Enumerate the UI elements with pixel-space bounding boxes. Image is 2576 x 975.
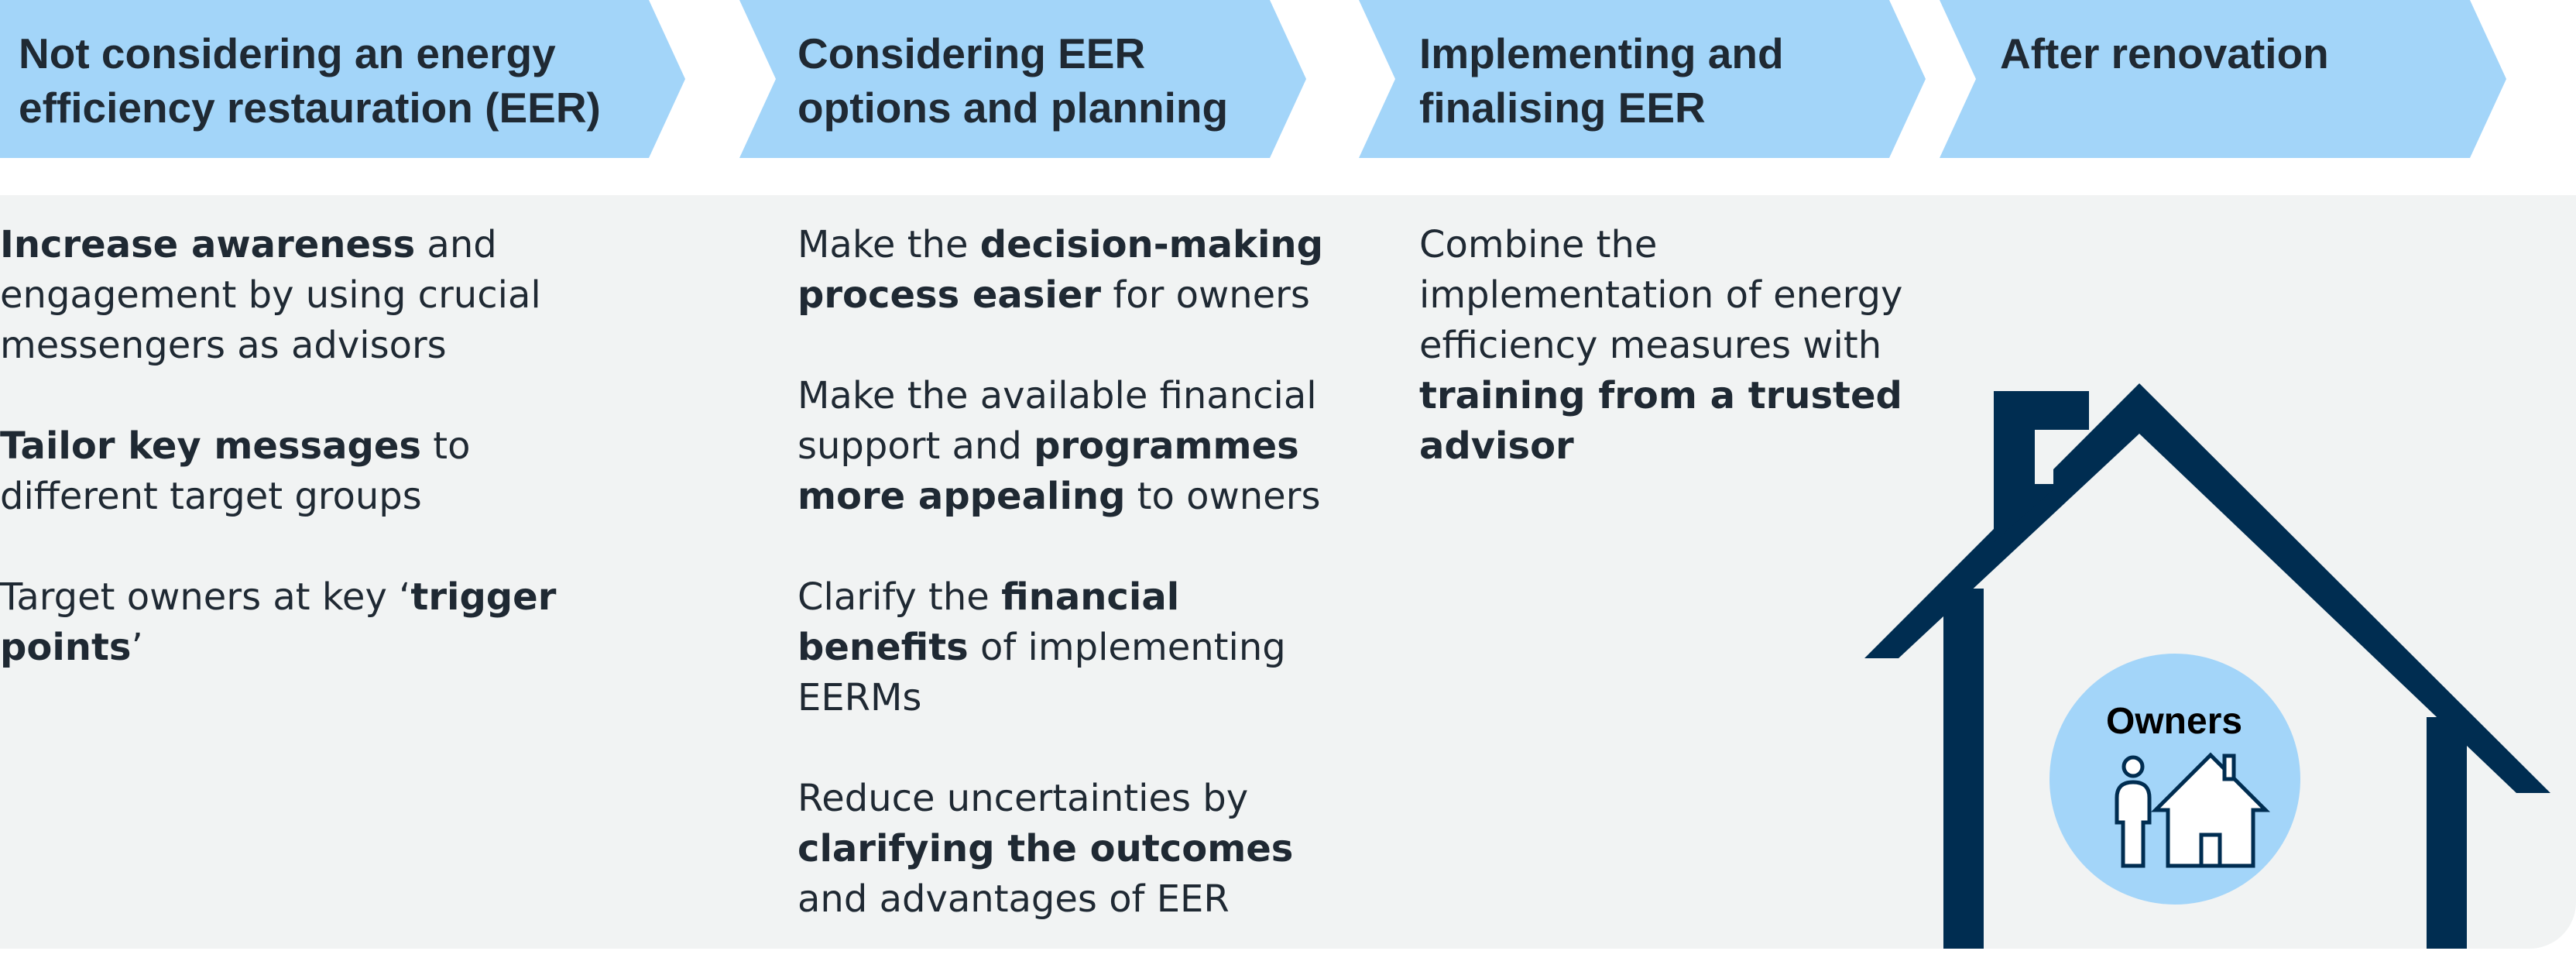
stage-title-4-line1: After renovation [2000, 29, 2329, 77]
stage-title-3-line1: Implementing and [1419, 29, 1784, 77]
column-considering: Make the decision-making process easier … [797, 220, 1355, 975]
stage-arrow-3 [1359, 0, 1926, 158]
stage-title-2-line2: options and planning [797, 84, 1229, 132]
action-financial-support: Make the available financial support and… [797, 374, 1321, 518]
action-tailor-messages: Tailor key messages to different target … [0, 424, 471, 518]
stage-title-1-line2: efficiency restauration (EER) [19, 84, 601, 132]
stage-title-3-line2: finalising EER [1419, 84, 1706, 132]
stage-title-3: Implementing and finalising EER [1419, 26, 1784, 135]
action-reduce-uncertainties: Reduce uncertainties by clarifying the o… [797, 777, 1294, 921]
house-roof [1864, 383, 2550, 793]
action-increase-awareness: Increase awareness and engagement by usi… [0, 223, 541, 367]
stage-title-4: After renovation [2000, 26, 2329, 81]
stage-arrow-2 [739, 0, 1306, 158]
column-implementing: Combine the implementation of energy eff… [1419, 220, 1961, 522]
house-chimney-opening [2035, 430, 2053, 484]
small-house-icon [2150, 752, 2271, 868]
action-decision-making: Make the decision-making process easier … [797, 223, 1323, 317]
owners-label: Owners [2106, 701, 2243, 742]
action-financial-benefits: Clarify the financial benefits of implem… [797, 575, 1286, 719]
column-not-considering: Increase awareness and engagement by usi… [0, 220, 588, 723]
stage-arrow-4 [1940, 0, 2506, 158]
action-combine-training: Combine the implementation of energy eff… [1419, 223, 1903, 468]
house-left-wall [1943, 589, 1984, 949]
stage-arrows [0, 0, 2506, 158]
stage-title-1-line1: Not considering an energy [19, 29, 556, 77]
stage-title-2: Considering EER options and planning [797, 26, 1228, 135]
action-target-trigger-points: Target owners at key ‘trigger points’ [0, 575, 557, 669]
stage-title-1: Not considering an energy efficiency res… [19, 26, 601, 135]
person-icon [2115, 755, 2152, 868]
house-outline-icon [1864, 383, 2550, 949]
stage-arrow-1 [0, 0, 685, 158]
house-right-wall [2427, 717, 2467, 949]
stage-title-2-line1: Considering EER [797, 29, 1146, 77]
